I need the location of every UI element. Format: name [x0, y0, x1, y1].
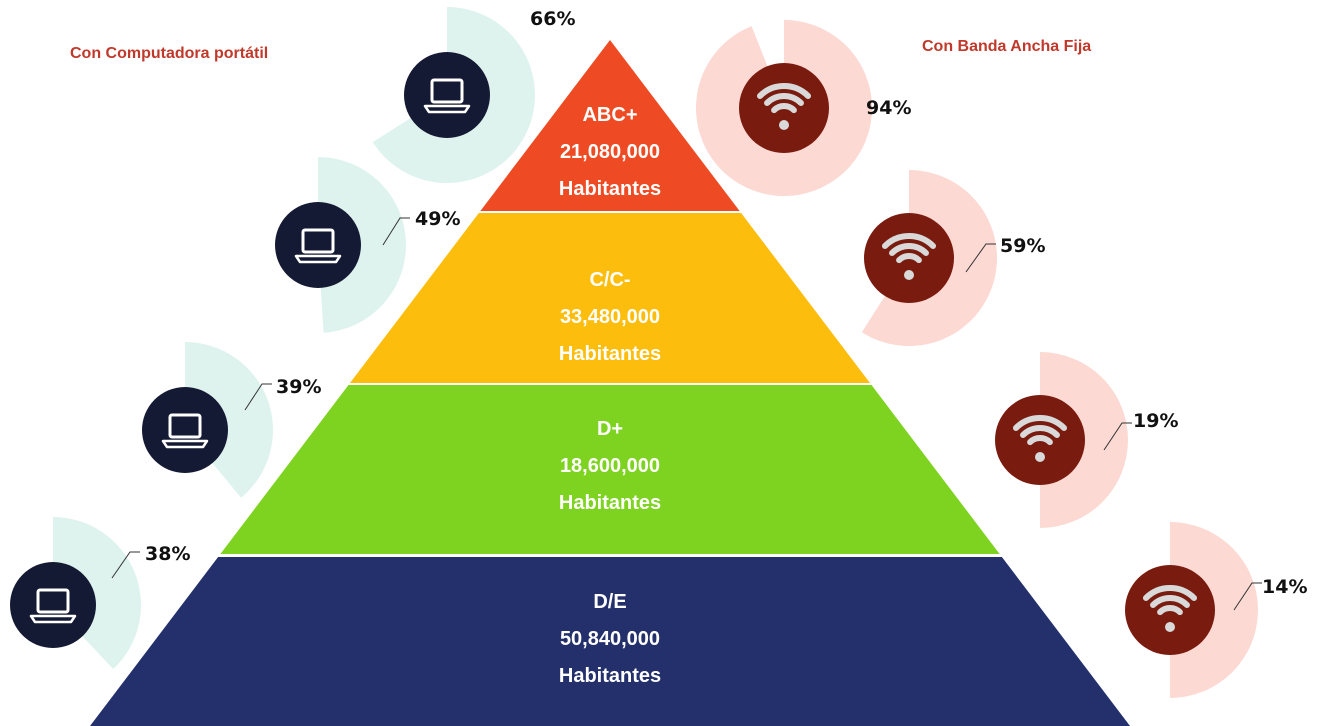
wifi-arc — [1150, 595, 1190, 609]
wifi-dot — [904, 270, 914, 280]
broadband-pct-de: 14% — [1262, 576, 1308, 598]
pyramid-level-dplus — [220, 385, 1000, 554]
broadband-pct-dplus: 19% — [1133, 410, 1179, 432]
wifi-dot — [1165, 622, 1175, 632]
level-name: ABC+ — [582, 104, 638, 126]
broadband-pct-abc: 94% — [866, 97, 912, 119]
pyramid-level-de — [90, 557, 1130, 726]
level-population: 21,080,000 — [559, 141, 661, 163]
laptop-base — [294, 254, 342, 264]
wifi-arc — [881, 233, 937, 249]
laptop-icon — [404, 52, 490, 138]
wifi-arc — [756, 83, 812, 99]
leader-line — [382, 217, 410, 246]
laptop-pct-dplus: 39% — [276, 376, 322, 398]
laptop-indicator-c — [275, 157, 407, 333]
laptop-screen — [36, 588, 70, 614]
laptop-screen — [301, 228, 335, 254]
level-unit: Habitantes — [558, 343, 662, 365]
broadband-indicator-abc — [696, 20, 873, 196]
level-population: 50,840,000 — [559, 628, 661, 650]
laptop-screen — [168, 413, 202, 439]
wifi-arc — [1020, 425, 1060, 439]
laptop-ring — [185, 342, 273, 498]
level-name: D/E — [593, 591, 627, 613]
laptop-pct-de: 38% — [145, 543, 191, 565]
leader-line — [1233, 582, 1262, 611]
wifi-arc — [896, 253, 922, 264]
level-population: 33,480,000 — [559, 306, 661, 328]
level-name: D+ — [596, 418, 624, 440]
level-c-label: C/C- 33,480,000 Habitantes — [460, 262, 760, 373]
level-unit: Habitantes — [558, 178, 662, 200]
laptop-icon — [275, 202, 361, 288]
wifi-arc — [771, 103, 797, 114]
level-dplus-label: D+ 18,600,000 Habitantes — [460, 411, 760, 522]
laptop-indicator-de — [10, 517, 141, 670]
leader-line — [965, 243, 996, 273]
wifi-arc — [1027, 435, 1053, 446]
laptop-pct-abc: 66% — [530, 8, 576, 30]
pyramid-level-abc — [480, 40, 740, 211]
laptop-screen — [430, 78, 464, 104]
broadband-indicator-de — [1125, 522, 1258, 698]
laptop-indicator-dplus — [142, 342, 273, 498]
legend-broadband: Con Banda Ancha Fija — [922, 38, 1092, 55]
leader-line — [244, 383, 272, 411]
wifi-dot — [779, 120, 789, 130]
level-unit: Habitantes — [558, 492, 662, 514]
laptop-pct-c: 49% — [415, 208, 461, 230]
wifi-dot — [1035, 452, 1045, 462]
wifi-arc — [1142, 585, 1198, 601]
level-unit: Habitantes — [558, 665, 662, 687]
broadband-indicator-dplus — [995, 352, 1128, 528]
laptop-ring — [53, 517, 141, 670]
leader-line — [111, 551, 140, 579]
wifi-arc — [1157, 605, 1183, 616]
pyramid-level-c — [350, 213, 870, 383]
broadband-pct-c: 59% — [1000, 235, 1046, 257]
leader-line — [1103, 422, 1132, 451]
laptop-icon — [10, 562, 96, 648]
laptop-ring — [318, 157, 407, 333]
laptop-icon — [142, 387, 228, 473]
laptop-indicator-abc — [372, 7, 535, 184]
wifi-arc — [889, 243, 929, 257]
level-de-label: D/E 50,840,000 Habitantes — [460, 584, 760, 695]
level-population: 18,600,000 — [559, 455, 661, 477]
laptop-base — [29, 614, 77, 624]
laptop-base — [161, 439, 209, 449]
laptop-base — [423, 104, 471, 114]
wifi-arc — [1012, 415, 1068, 431]
wifi-arc — [764, 93, 804, 107]
level-abc-label: ABC+ 21,080,000 Habitantes — [460, 97, 760, 208]
broadband-indicator-c — [861, 170, 998, 347]
legend-laptop: Con Computadora portátil — [70, 45, 269, 62]
level-name: C/C- — [589, 269, 631, 291]
